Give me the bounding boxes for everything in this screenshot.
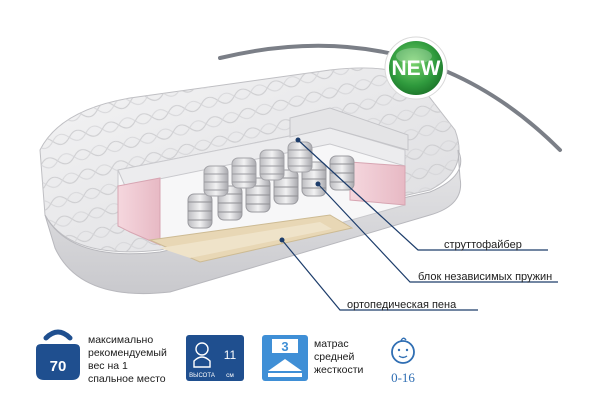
- pink-foam-right: [349, 161, 406, 206]
- weight-icon: 70: [36, 329, 80, 380]
- firmness-icon: 3: [262, 335, 308, 381]
- callout-strutto: струттофайбер: [444, 239, 522, 251]
- callout-foam: ортопедическая пена: [347, 299, 457, 311]
- firmness-description: матрас средней жесткости: [314, 338, 364, 376]
- callout-lines: [281, 139, 558, 311]
- new-badge-text: NEW: [392, 57, 441, 80]
- firmness-value: 3: [281, 339, 288, 354]
- age-value: 0-16: [391, 370, 415, 385]
- pink-foam-left: [117, 177, 161, 246]
- age-icon: 0-16: [391, 337, 415, 385]
- spring-block: [187, 141, 355, 229]
- weight-description: максимально рекомендуемый вес на 1 спаль…: [88, 334, 167, 385]
- new-badge: NEW: [384, 36, 448, 100]
- weight-value: 70: [50, 358, 67, 375]
- mattress-side: [44, 149, 462, 295]
- height-icon: 11 ВЫСОТА см: [186, 335, 244, 381]
- height-value: 11: [224, 348, 237, 362]
- callout-springs: блок независимых пружин: [418, 271, 553, 283]
- height-caption: ВЫСОТА: [189, 373, 215, 379]
- height-unit: см: [226, 372, 234, 379]
